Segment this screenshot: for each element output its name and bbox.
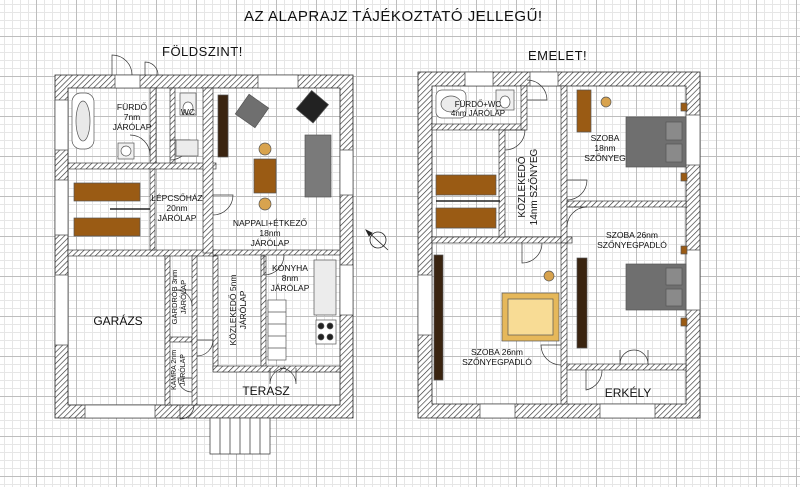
ground-floor-plan [54, 54, 354, 455]
room-name: KÖZLEKEDŐ [517, 156, 528, 218]
room-name: LÉPCSŐHÁZ [151, 193, 203, 203]
room-label-kamra: KAMRA 2nm JÁRÓLAP [170, 339, 188, 401]
room-name: TERASZ [242, 384, 290, 398]
room-floor: JÁRÓLAP [112, 122, 152, 132]
upper-floor-title: EMELET! [528, 48, 588, 63]
room-name: SZOBA 26nm [471, 347, 523, 357]
room-floor: JÁRÓLAP [180, 354, 187, 386]
room-label-szoba18: SZOBA 18nm SZŐNYEG [580, 133, 630, 163]
room-floor: JÁRÓLAP [250, 238, 290, 248]
room-name: KAMRA 2nm [171, 349, 178, 391]
upper-fixtures [433, 89, 688, 381]
room-area: 18nm [259, 228, 281, 238]
room-area: 7nm [123, 112, 141, 122]
room-name: SZOBA 26nm [606, 230, 658, 240]
room-name: GARDRÓB 3nm [170, 269, 179, 325]
room-name: ERKÉLY [604, 386, 652, 400]
room-area: 8nm [281, 273, 299, 283]
room-floor: JÁRÓLAP [179, 279, 188, 315]
room-label-szoba26-east: SZOBA 26nm SZŐNYEGPADLÓ [592, 230, 672, 250]
compass-icon [365, 229, 389, 251]
room-label-kozlekedo-ground: KÖZLEKEDŐ 5nm JÁRÓLAP [228, 265, 248, 355]
room-name: FÜRDŐ+WC [454, 100, 502, 109]
room-floor: SZŐNYEG [584, 153, 626, 163]
ground-floor-title: FÖLDSZINT! [162, 44, 243, 59]
upper-windows [417, 71, 701, 419]
room-name: WC [180, 107, 196, 117]
upper-doors [504, 79, 649, 391]
room-floor: SZŐNYEGPADLÓ [597, 240, 667, 250]
room-name: NAPPALI+ÉTKEZŐ [232, 218, 308, 228]
room-label-konyha: KONYHA 8nm JÁRÓLAP [266, 263, 314, 293]
room-label-lepcsohaz: LÉPCSŐHÁZ 20nm JÁRÓLAP [148, 193, 206, 223]
room-label-wc: WC [178, 107, 198, 117]
room-label-gardrob: GARDRÓB 3nm JÁRÓLAP [170, 262, 188, 332]
room-name: KÖZLEKEDŐ 5nm [228, 274, 238, 346]
room-floor: JÁRÓLAP [270, 283, 310, 293]
ground-interior-walls [67, 87, 341, 406]
room-area: 20nm [166, 203, 188, 213]
room-name: SZOBA [590, 133, 620, 143]
room-floor: 14nm SZŐNYEG [529, 148, 540, 226]
room-label-erkely: ERKÉLY [598, 386, 658, 400]
room-floor: JÁRÓLAP [157, 213, 197, 223]
room-floor: SZŐNYEGPADLÓ [462, 357, 532, 367]
room-label-terasz: TERASZ [236, 384, 296, 398]
room-name: FÜRDŐ [116, 102, 148, 112]
room-floor: 4nm JÁRÓLAP [450, 109, 506, 118]
ground-steps [209, 417, 271, 455]
room-area: 18nm [594, 143, 616, 153]
room-label-furdo: FÜRDŐ 7nm JÁRÓLAP [107, 102, 157, 132]
ground-windows [54, 74, 354, 419]
ground-doors [111, 54, 297, 420]
room-label-szoba26-south: SZOBA 26nm SZŐNYEGPADLÓ [452, 347, 542, 367]
room-label-garazs: GARÁZS [88, 314, 148, 328]
room-label-nappali: NAPPALI+ÉTKEZŐ 18nm JÁRÓLAP [228, 218, 312, 248]
upper-floor-plan [417, 71, 701, 419]
room-floor: JÁRÓLAP [238, 290, 248, 330]
room-label-furdo-wc: FÜRDŐ+WC 4nm JÁRÓLAP [448, 100, 508, 118]
room-name: KONYHA [272, 263, 308, 273]
page-title: AZ ALAPRAJZ TÁJÉKOZTATÓ JELLEGŰ! [244, 8, 543, 25]
upper-interior-walls [431, 85, 687, 405]
ground-fixtures [71, 90, 337, 361]
room-name: GARÁZS [93, 314, 143, 328]
room-label-kozlekedo-upper: KÖZLEKEDŐ 14nm SZŐNYEG [517, 142, 541, 232]
